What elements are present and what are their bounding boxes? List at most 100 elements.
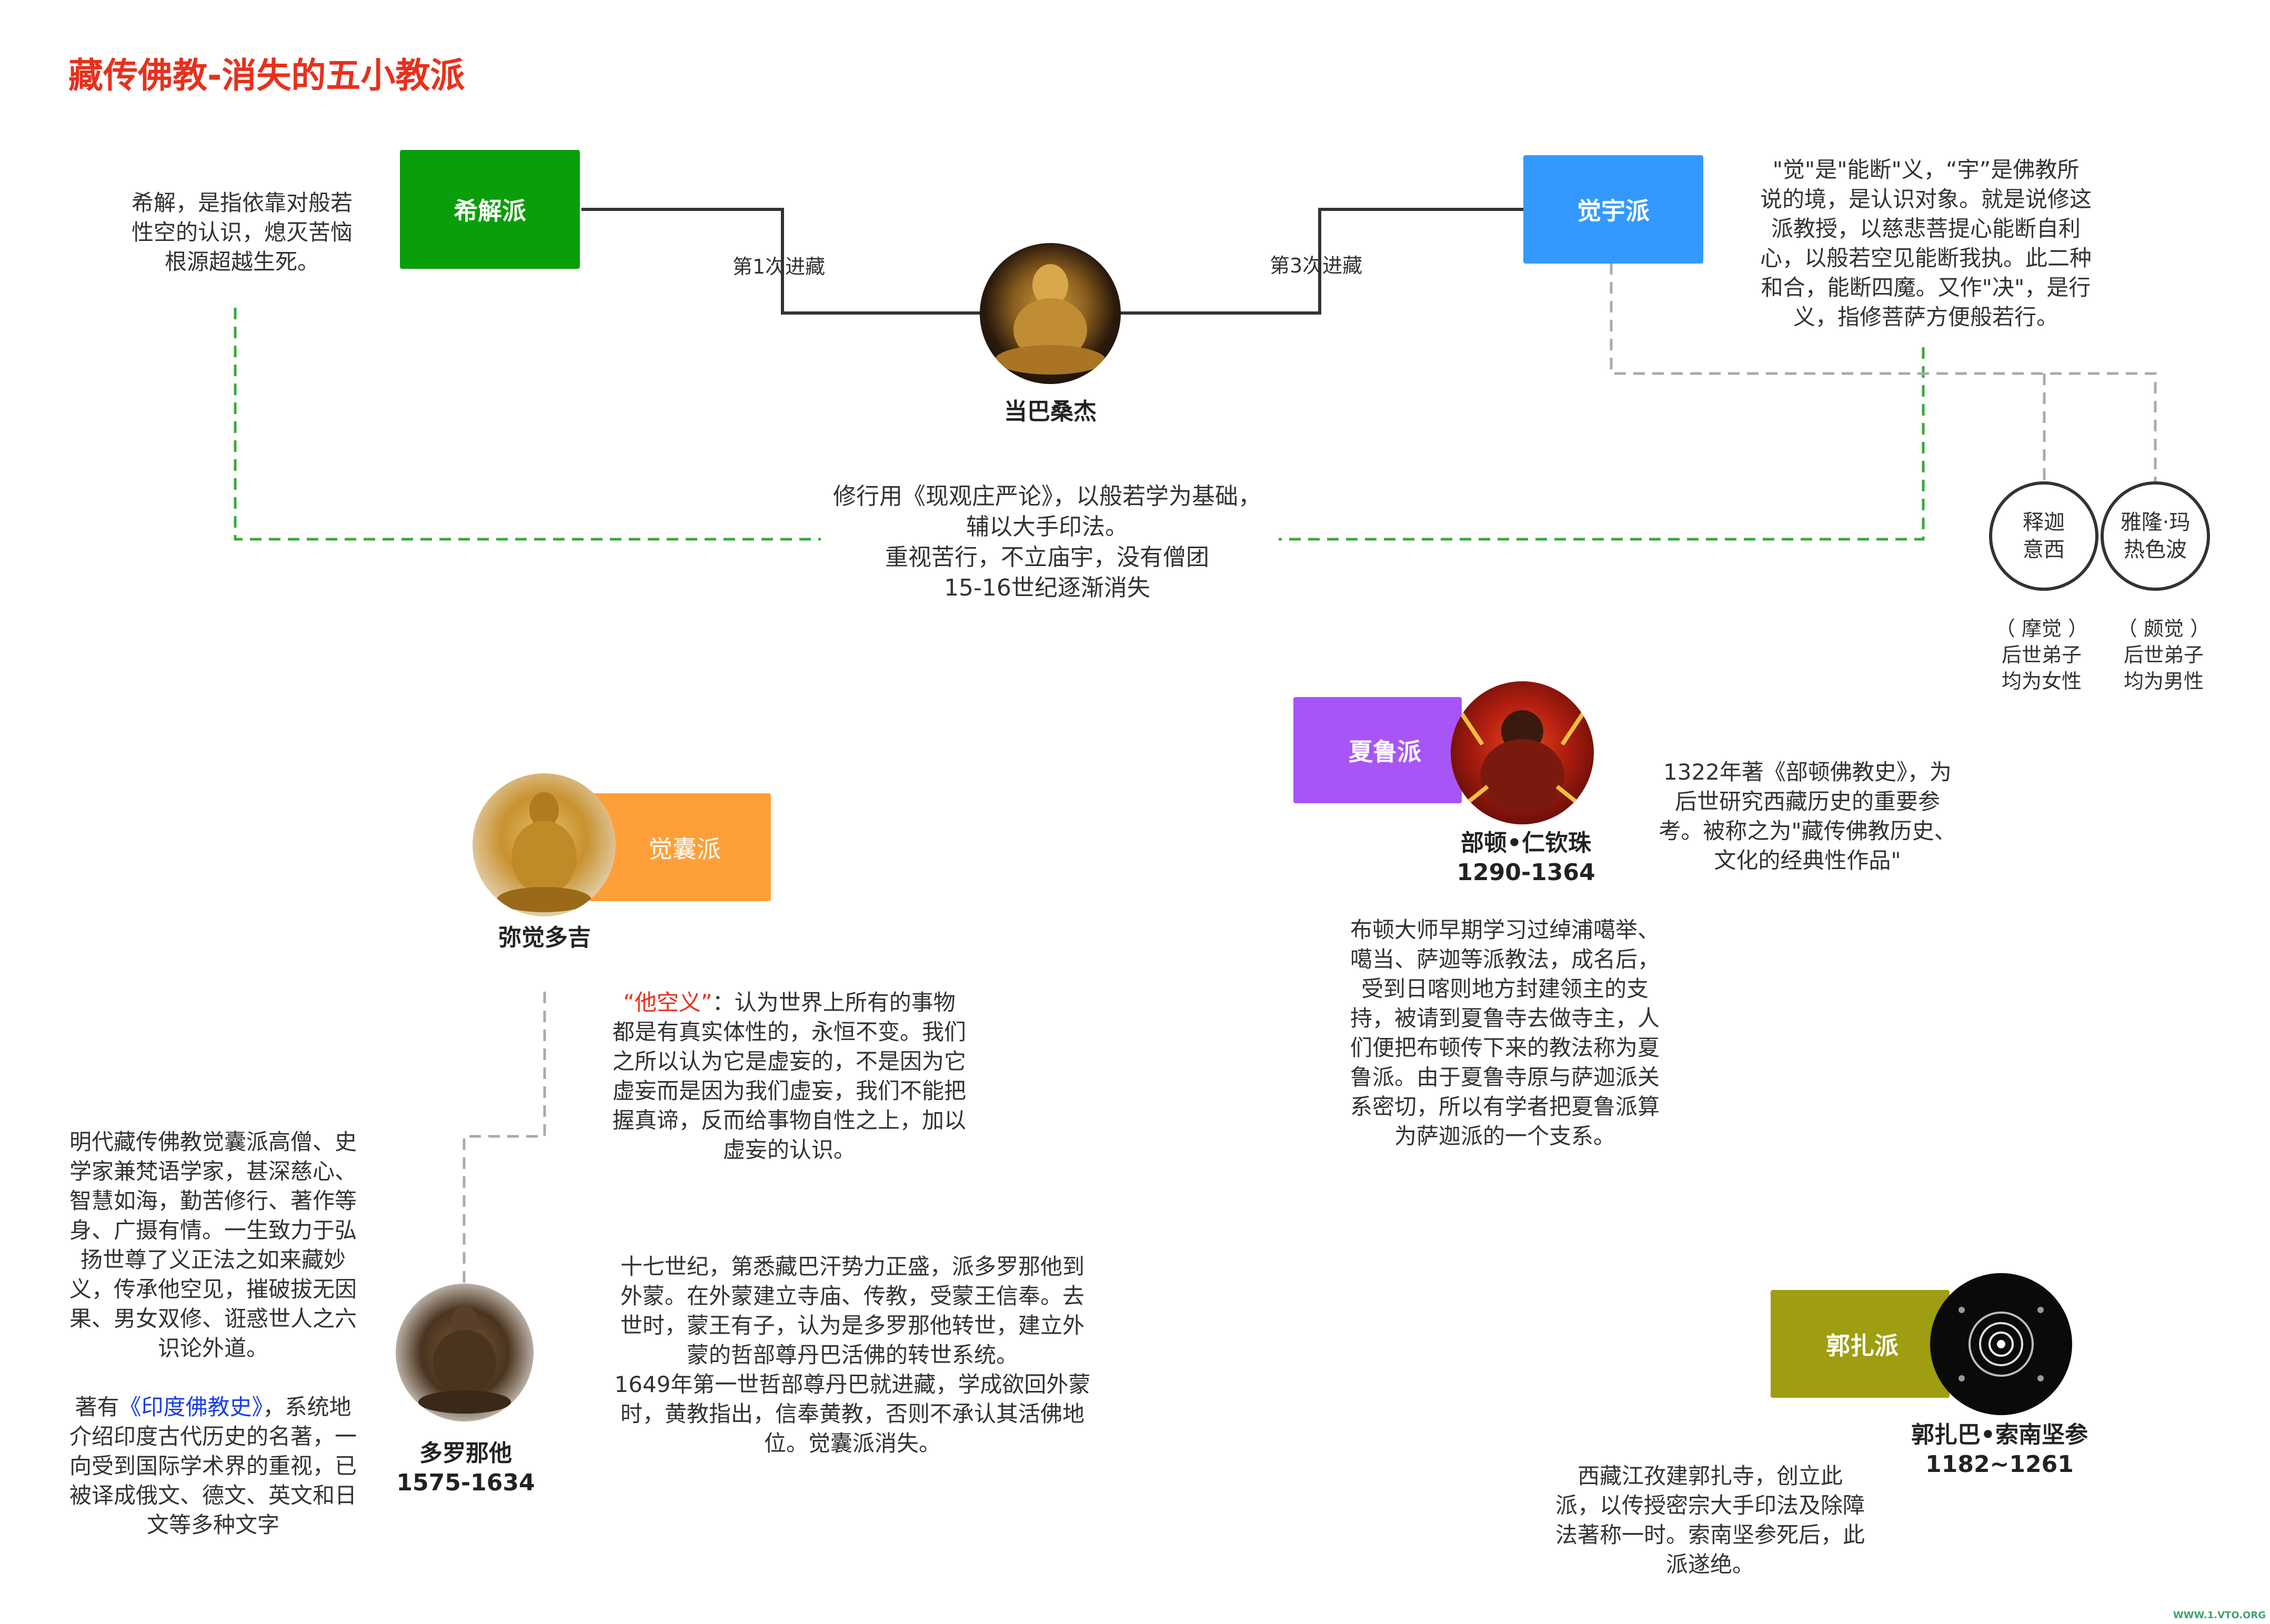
edge-jueyu-disciples — [1610, 263, 2157, 481]
common-desc-line: 修行用《现观庄严论》，以般若学为基础， — [833, 483, 1261, 510]
xialu-desc-line: 持，被请到夏鲁寺去做寺主，人 — [1350, 1005, 1660, 1031]
xialu-desc-line: 受到日喀则地方封建领主的支 — [1361, 976, 1649, 1002]
xialu-desc-line: 布顿大师早期学习过绰浦噶举、 — [1350, 917, 1660, 943]
node-juenang-label: 觉囊派 — [648, 834, 721, 863]
edge-xijie-common — [234, 308, 821, 541]
node-xijie[interactable]: 希解派 — [400, 150, 580, 269]
node-xialu-label: 夏鲁派 — [1349, 738, 1421, 766]
founder-dangba-portrait — [980, 243, 1121, 384]
bio-line: 明代藏传佛教觉囊派高僧、史 — [69, 1129, 357, 1155]
book-line: 文等多种文字 — [146, 1512, 279, 1538]
edge-jueyu-common — [1279, 347, 1925, 541]
node-jueyu[interactable]: 觉宇派 — [1523, 155, 1703, 264]
buddha-statue-icon — [995, 264, 1106, 375]
disciple-circle-yalong[interactable]: 雅隆·玛热色波 — [2101, 481, 2210, 591]
xialu-work-line: 1322年著《部顿佛教史》，为 — [1663, 759, 1952, 785]
mandala-icon — [1958, 1307, 2044, 1381]
bio-line: 学家兼梵语学家，甚深慈心、 — [69, 1158, 357, 1184]
disciple-name-line: 释迦 — [2023, 510, 2065, 534]
xijie-desc-line: 根源超越生死。 — [164, 249, 319, 275]
node-xialu[interactable]: 夏鲁派 — [1293, 697, 1462, 803]
xijie-desc: 希解，是指依靠对般若 性空的认识，熄灭苦恼 根源超越生死。 — [100, 188, 384, 277]
xialu-person-name: 部顿•仁钦珠 — [1460, 830, 1592, 856]
history-line: 蒙的哲部尊丹巴活佛的转世系统。 — [686, 1342, 1018, 1368]
jueyu-desc-line: "觉"是"能断"义，“宇”是佛教所 — [1772, 157, 2080, 183]
history-line: 外蒙。在外蒙建立寺庙、传教，受蒙王信奉。去 — [620, 1283, 1084, 1309]
xialu-work: 1322年著《部顿佛教史》，为 后世研究西藏历史的重要参 考。被称之为"藏传佛教… — [1636, 758, 1978, 875]
disciple-note-line: 均为女性 — [2001, 670, 2082, 693]
xialu-desc-line: 系密切，所以有学者把夏鲁派算 — [1350, 1094, 1660, 1119]
common-desc-line: 辅以大手印法。 — [966, 513, 1128, 540]
xialu-desc-line: 鲁派。由于夏鲁寺原与萨迦派关 — [1350, 1064, 1660, 1090]
book-line: 著有《印度佛教史》，系统地 — [53, 1393, 374, 1422]
guozhaba-person: 郭扎巴•索南坚参 1182~1261 — [1873, 1420, 2126, 1479]
common-desc-line: 15-16世纪逐渐消失 — [944, 574, 1150, 601]
bio-line: 果、男女双修、诳惑世人之六 — [69, 1306, 357, 1332]
jueyu-desc-line: 心，以般若空见能断我执。此二种 — [1760, 245, 2092, 271]
bio-line: 身、广摄有情。一生致力于弘 — [69, 1217, 357, 1243]
history-line: 位。觉囊派消失。 — [764, 1430, 941, 1456]
guozha-desc-line: 派遂绝。 — [1665, 1551, 1754, 1577]
deity-thangka-icon — [1459, 710, 1585, 813]
edge-label-first-entry: 第1次进藏 — [732, 255, 826, 278]
xialu-desc-line: 噶当、萨迦等派教法，成名后， — [1350, 946, 1660, 972]
disciple-note-shijia: （ 摩觉 ） 后世弟子 均为女性 — [1978, 616, 2105, 694]
edge-xijie-founder — [581, 208, 984, 315]
guozhaba-portrait — [1930, 1273, 2072, 1415]
xialu-desc-line: 们便把布顿传下来的教法称为夏 — [1350, 1035, 1660, 1061]
tako-desc-line: 握真谛，反而给事物自性之上，加以 — [612, 1107, 966, 1133]
node-juenang[interactable]: 觉囊派 — [589, 793, 771, 901]
guozhaba-name: 郭扎巴•索南坚参 — [1911, 1421, 2088, 1448]
history-line: 十七世纪，第悉藏巴汗势力正盛，派多罗那他到 — [620, 1254, 1084, 1279]
bio-line: 扬世尊了义正法之如来藏妙 — [80, 1247, 346, 1273]
jueyu-desc: "觉"是"能断"义，“宇”是佛教所 说的境，是认识对象。就是说修这 派教授，以慈… — [1731, 155, 2121, 332]
node-guozha-label: 郭扎派 — [1826, 1331, 1899, 1360]
disciple-note-line: 均为男性 — [2123, 670, 2204, 693]
common-desc: 修行用《现观庄严论》，以般若学为基础， 辅以大手印法。 重视苦行，不立庙宇，没有… — [805, 481, 1289, 603]
history-line: 时，黄教指出，信奉黄教，否则不承认其活佛地 — [620, 1401, 1084, 1427]
book-title: 《印度佛教史》 — [119, 1394, 263, 1420]
disciple-note-line: （ 摩觉 ） — [1995, 617, 2088, 640]
taranatha-portrait — [396, 1284, 534, 1421]
xijie-desc-line: 希解，是指依靠对般若 — [131, 190, 353, 216]
tako-desc: “他空义”：认为世界上所有的事物 都是有真实体性的，永恒不变。我们 之所以认为它… — [589, 988, 989, 1165]
taranatha-name: 多罗那他 — [419, 1440, 512, 1467]
guozha-desc: 西藏江孜建郭扎寺，创立此 派，以传授密宗大手印法及除障 法著称一时。索南坚参死后… — [1536, 1461, 1884, 1579]
history-line: 1649年第一世哲部尊丹巴就进藏，学成欲回外蒙 — [614, 1371, 1091, 1397]
xialu-work-line: 文化的经典性作品" — [1714, 848, 1901, 873]
disciple-name-line: 雅隆·玛 — [2120, 510, 2191, 534]
jueyu-desc-line: 派教授，以慈悲菩提心能断自利 — [1771, 216, 2081, 241]
guozha-desc-line: 法著称一时。索南坚参死后，此 — [1555, 1522, 1865, 1548]
book-line: 被译成俄文、德文、英文和日 — [69, 1482, 357, 1508]
bio-line: 义，传承他空见，摧破拔无因 — [69, 1276, 357, 1302]
common-desc-line: 重视苦行，不立庙宇，没有僧团 — [885, 544, 1209, 571]
guozha-desc-line: 派，以传授密宗大手印法及除障 — [1555, 1492, 1865, 1518]
xialu-work-line: 后世研究西藏历史的重要参 — [1674, 789, 1940, 814]
tako-desc-line: 都是有真实体性的，永恒不变。我们 — [612, 1019, 966, 1045]
bio-line: 智慧如海，勤苦修行、著作等 — [69, 1188, 357, 1214]
disciple-name-line: 热色波 — [2124, 538, 2187, 562]
mijue-portrait — [473, 773, 616, 916]
disciple-name-line: 意西 — [2023, 538, 2065, 562]
node-jueyu-label: 觉宇派 — [1577, 197, 1650, 225]
disciple-circle-shijia[interactable]: 释迦意西 — [1989, 481, 2098, 591]
tako-term: “他空义” — [623, 990, 712, 1015]
node-guozha[interactable]: 郭扎派 — [1771, 1290, 1950, 1398]
guozhaba-years: 1182~1261 — [1925, 1451, 2074, 1478]
jueyu-desc-line: 说的境，是认识对象。就是说修这 — [1760, 186, 2092, 212]
bio-line: 识论外道。 — [157, 1335, 268, 1361]
guozha-desc-line: 西藏江孜建郭扎寺，创立此 — [1577, 1463, 1843, 1489]
juenang-history: 十七世纪，第悉藏巴汗势力正盛，派多罗那他到 外蒙。在外蒙建立寺庙、传教，受蒙王信… — [600, 1252, 1105, 1458]
xialu-work-line: 考。被称之为"藏传佛教历史、 — [1659, 818, 1956, 844]
tako-colon: ： — [712, 990, 735, 1015]
tako-desc-line: 虚妄的认识。 — [722, 1137, 856, 1163]
tako-desc-first: “他空义”：认为世界上所有的事物 — [589, 988, 989, 1017]
tako-desc-line: 之所以认为它是虚妄的，不是因为它 — [612, 1048, 966, 1074]
xijie-desc-line: 性空的认识，熄灭苦恼 — [131, 219, 353, 245]
statue-icon — [418, 1306, 511, 1414]
node-xijie-label: 希解派 — [454, 197, 526, 225]
jueyu-desc-line: 和合，能断四魔。又作"决"，是行 — [1761, 275, 2091, 300]
edge-jueyu-founder — [1120, 208, 1523, 315]
book-line: 向受到国际学术界的重视，已 — [69, 1453, 357, 1479]
